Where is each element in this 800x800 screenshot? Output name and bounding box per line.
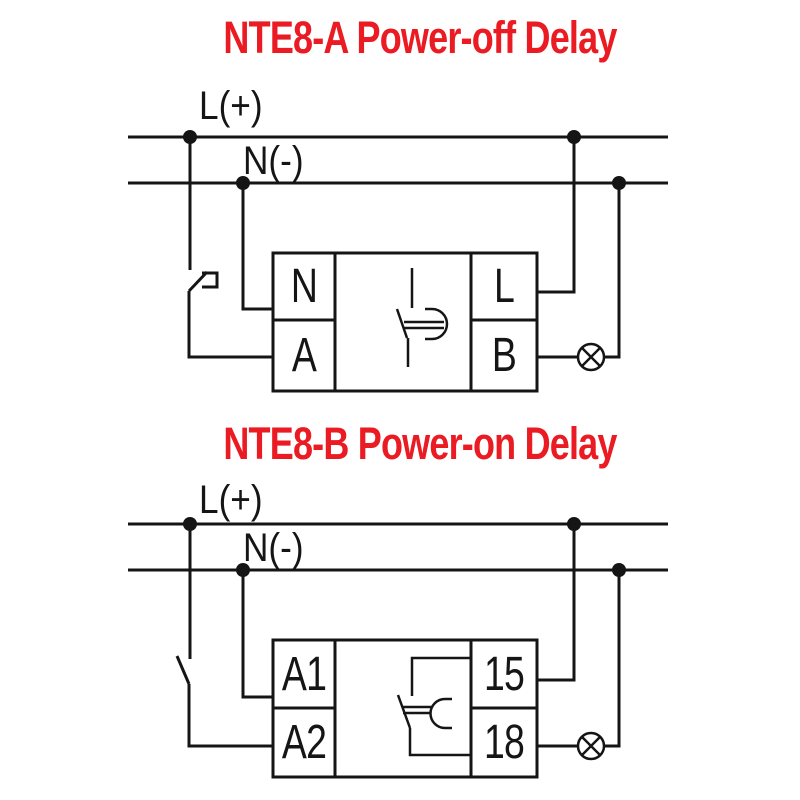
relay-box-b [271,638,539,779]
power-bus-lines-a [128,135,668,185]
terminal-label-a: A [291,329,317,382]
open-switch-icon [175,524,273,748]
line-positive-label-b: L(+) [199,478,263,522]
terminal-label-n: N [290,260,318,313]
neutral-negative-label-a: N(-) [243,139,304,183]
load-wire-b [537,524,576,682]
power-bus-lines-b [128,522,668,572]
diagram-b-title: NTE8-B Power-on Delay [223,418,617,469]
terminal-label-15: 15 [483,647,525,701]
manual-switch-icon [187,137,273,359]
diagram-b-linework [128,517,668,779]
power-on-delay-contact-icon [396,656,471,757]
diagram-a-title: NTE8-A Power-off Delay [223,12,617,63]
diagram-a-linework [128,130,668,393]
terminal-label-18: 18 [483,716,525,769]
lamp-icon [537,570,621,761]
terminal-label-b: B [491,329,517,382]
neutral-negative-label-b: N(-) [243,526,304,570]
line-positive-label-a: L(+) [199,84,263,128]
lamp-icon [537,183,621,372]
neutral-wire-b [241,570,273,699]
terminal-label-a1: A1 [281,647,327,701]
power-off-delay-contact-icon [395,268,449,367]
neutral-wire-a [241,183,273,311]
terminal-label-l: L [493,260,515,313]
relay-box-a [271,251,539,393]
terminal-label-a2: A2 [281,716,327,769]
load-wire-a [537,137,576,294]
